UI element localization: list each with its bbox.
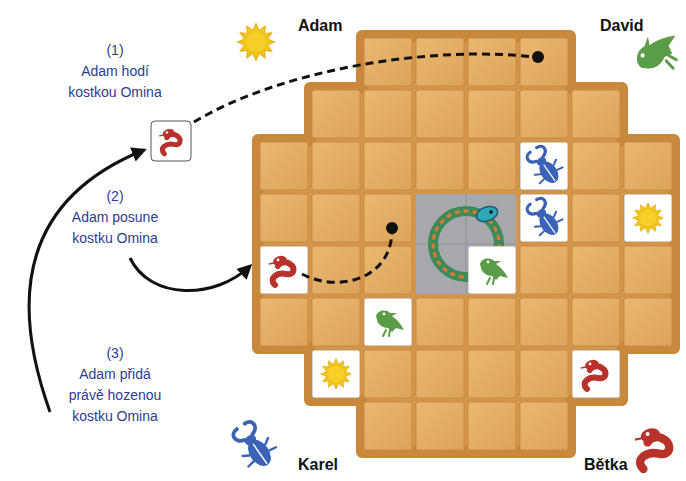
step-note: Adam posune kostku Omina <box>62 207 168 249</box>
player-name: Karel <box>298 455 338 475</box>
player-name: David <box>600 16 644 36</box>
callout-number: (2) <box>62 186 168 207</box>
callout-number: (1) <box>62 40 168 61</box>
player-name: Adam <box>298 16 342 36</box>
callout-number: (3) <box>62 343 168 364</box>
player-name: Bětka <box>584 455 628 475</box>
step-note: Adam hodí kostkou Omina <box>62 61 168 103</box>
step-note: Adam přidá právě hozenou kostku Omina <box>62 364 168 427</box>
